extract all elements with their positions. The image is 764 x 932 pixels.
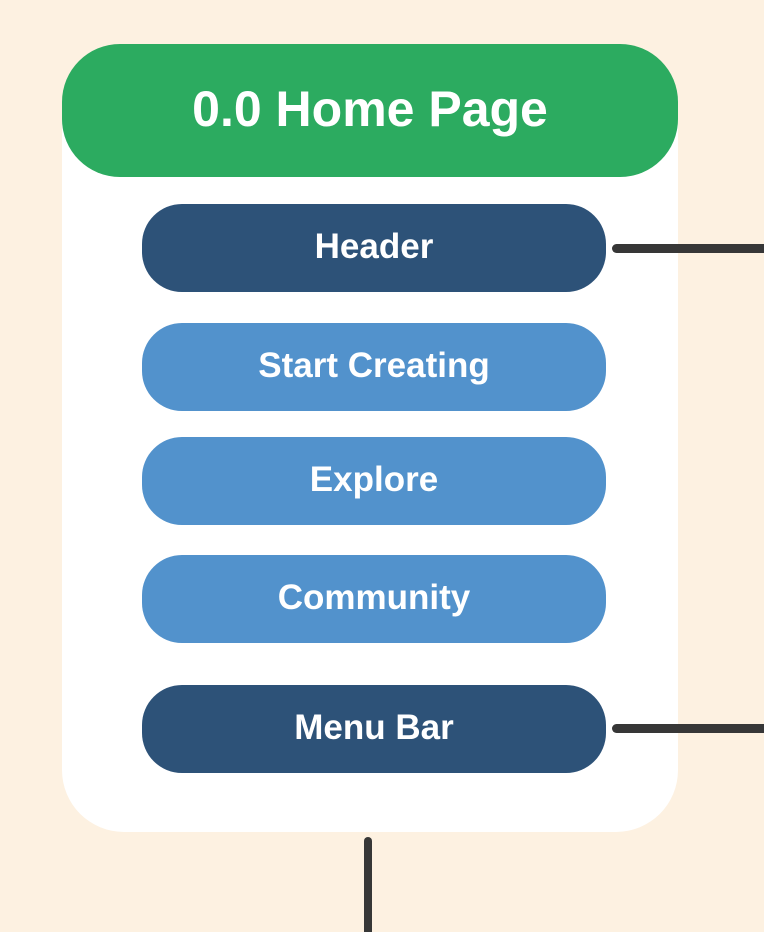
connector-header-right <box>612 244 764 253</box>
node-home-page[interactable]: 0.0 Home Page <box>62 44 678 177</box>
node-explore[interactable]: Explore <box>142 437 606 525</box>
node-header[interactable]: Header <box>142 204 606 292</box>
connector-menu-bar-right <box>612 724 764 733</box>
node-start-creating[interactable]: Start Creating <box>142 323 606 411</box>
node-start-creating-label: Start Creating <box>258 346 490 385</box>
node-community-label: Community <box>277 578 471 617</box>
connector-card-bottom <box>364 837 372 932</box>
node-menu-bar-label: Menu Bar <box>294 708 454 747</box>
node-header-label: Header <box>314 227 434 266</box>
node-explore-label: Explore <box>309 460 439 499</box>
node-home-page-label: 0.0 Home Page <box>192 80 548 137</box>
node-menu-bar[interactable]: Menu Bar <box>142 685 606 773</box>
node-community[interactable]: Community <box>142 555 606 643</box>
